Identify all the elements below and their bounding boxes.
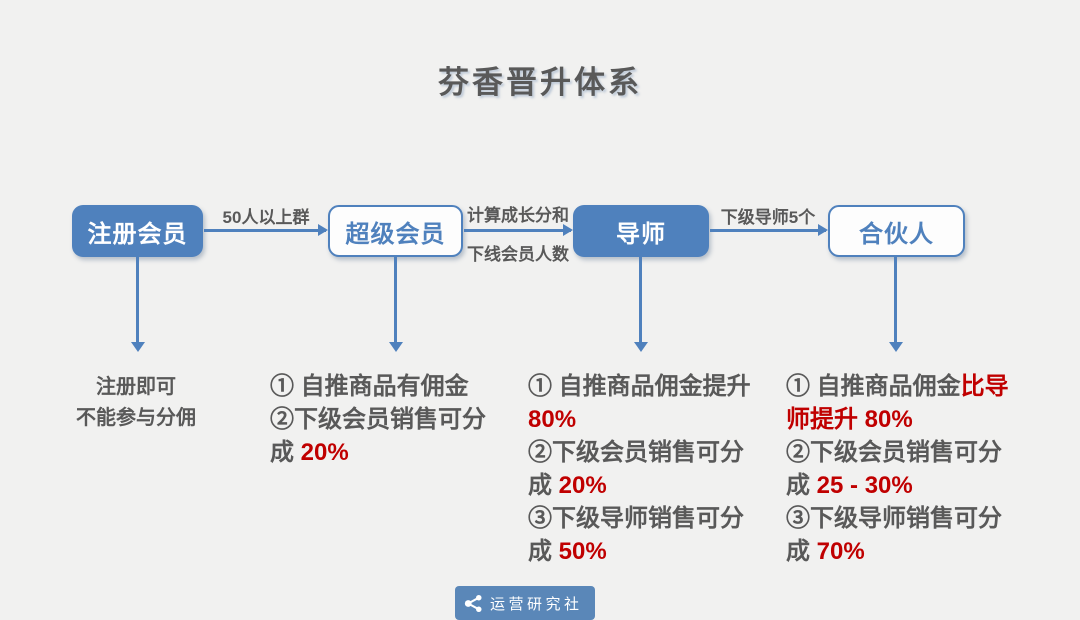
arrow-down-super-icon xyxy=(388,257,403,352)
note-mentor: ① 自推商品佣金提升 80% ②下级会员销售可分成 20% ③下级导师销售可分成 50… xyxy=(528,370,783,568)
edge-label-mentor-count: 下级导师5个 xyxy=(720,208,816,227)
flow-node-super-member: 超级会员 xyxy=(328,205,463,257)
logo-text: 运营研究社 xyxy=(490,595,583,613)
note-line: 成 50% xyxy=(528,538,607,565)
edge-label-growth-score: 计算成长分和 xyxy=(467,206,569,225)
note-line: 80% xyxy=(528,406,577,433)
note-partner: ① 自推商品佣金比导师提升 80% ②下级会员销售可分成 25 - 30% ③下级导… xyxy=(786,370,1051,568)
arrow-mentor-to-partner-icon xyxy=(710,224,828,236)
note-line: ③下级导师销售可分 xyxy=(786,505,1002,532)
note-line: ②下级会员销售可分 xyxy=(786,439,1002,466)
flow-node-mentor: 导师 xyxy=(573,205,709,257)
note-line: ②下级会员销售可分 xyxy=(270,406,486,433)
share-icon xyxy=(464,594,482,612)
page-title: 芬香晋升体系 xyxy=(438,65,642,100)
arrow-registered-to-super-icon xyxy=(204,224,328,236)
arrow-super-to-mentor-icon xyxy=(464,224,573,236)
note-line: ① 自推商品有佣金 xyxy=(270,373,469,400)
note-line: ②下级会员销售可分 xyxy=(528,439,744,466)
edge-label-downline-count: 下线会员人数 xyxy=(467,245,569,264)
note-line: 成 20% xyxy=(270,439,349,466)
note-registered-member: 注册即可不能参与分佣 xyxy=(28,372,244,434)
arrow-down-registered-icon xyxy=(130,257,145,352)
note-line: 师提升 80% xyxy=(786,406,913,433)
note-line: 成 25 - 30% xyxy=(786,472,913,499)
arrow-down-mentor-icon xyxy=(633,257,648,352)
arrow-down-partner-icon xyxy=(888,257,903,352)
note-line: 不能参与分佣 xyxy=(76,407,196,429)
logo-badge: 运营研究社 xyxy=(455,586,595,620)
note-super-member: ① 自推商品有佣金 ②下级会员销售可分成 20% xyxy=(270,370,525,469)
note-line: 注册即可 xyxy=(96,376,176,398)
edge-label-group-size: 50人以上群 xyxy=(222,208,310,227)
note-line: 成 70% xyxy=(786,538,865,565)
flow-node-partner: 合伙人 xyxy=(828,205,965,257)
note-line: ③下级导师销售可分 xyxy=(528,505,744,532)
note-line: ① 自推商品佣金提升 xyxy=(528,373,751,400)
flow-node-registered-member: 注册会员 xyxy=(72,205,203,257)
note-line: 成 20% xyxy=(528,472,607,499)
note-line: ① 自推商品佣金比导 xyxy=(786,373,1009,400)
